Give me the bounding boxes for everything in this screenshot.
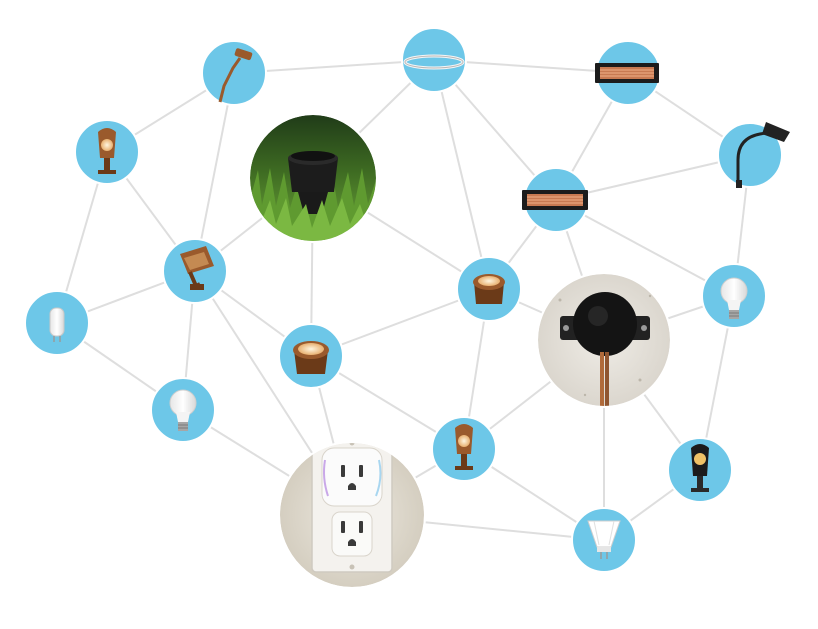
a19-bulb-icon [169, 389, 197, 431]
node-a19-bulb-left[interactable] [150, 377, 216, 443]
brick-light-icon [522, 190, 588, 210]
node-brick-light-center[interactable] [522, 167, 589, 233]
node-a19-bulb-right[interactable] [701, 263, 767, 329]
node-halo-ring[interactable] [401, 27, 467, 93]
edge-halo-ring-to-well-light-center [433, 59, 490, 290]
node-spot-light-bottom[interactable] [431, 416, 497, 482]
brick-light-icon [595, 63, 659, 83]
junction-controller-icon [538, 274, 670, 406]
node-spot-light-left[interactable] [74, 119, 140, 185]
wall-lamp-icon [736, 122, 790, 188]
well-light-icon [473, 274, 505, 304]
mr16-bulb-icon [587, 520, 621, 559]
edge-wall-lamp-to-brick-light-center [555, 154, 751, 201]
flood-light-icon [180, 246, 214, 290]
node-spot-light-right[interactable] [667, 437, 733, 503]
edge-brick-light-center-to-a19-bulb-right [555, 199, 735, 297]
black-spot-light-icon [691, 444, 709, 492]
node-wall-lamp[interactable] [717, 122, 790, 188]
g4-bulb-icon [49, 307, 65, 342]
node-smart-outlet[interactable] [278, 438, 426, 589]
node-mr16-bulb[interactable] [571, 507, 637, 573]
node-well-light-center[interactable] [456, 256, 522, 322]
smart-plug-outlet-icon [280, 443, 424, 587]
node-well-light-grass[interactable] [248, 113, 378, 245]
node-g4-bulb[interactable] [24, 290, 90, 356]
node-brick-light-top[interactable] [595, 40, 661, 106]
node-controller-box[interactable] [536, 272, 672, 412]
ring-light-icon [403, 54, 465, 70]
node-flood-light[interactable] [162, 238, 228, 304]
device-nodes [24, 27, 790, 589]
edge-path-light-to-halo-ring [233, 59, 435, 74]
path-light-icon [218, 48, 253, 103]
well-light-icon [293, 341, 329, 374]
a19-bulb-icon [720, 277, 748, 319]
node-path-light[interactable] [201, 40, 267, 106]
spot-light-icon [98, 128, 116, 174]
spot-light-icon [455, 424, 473, 470]
node-well-light-left[interactable] [278, 323, 344, 389]
edge-path-light-to-flood-light [194, 72, 235, 272]
